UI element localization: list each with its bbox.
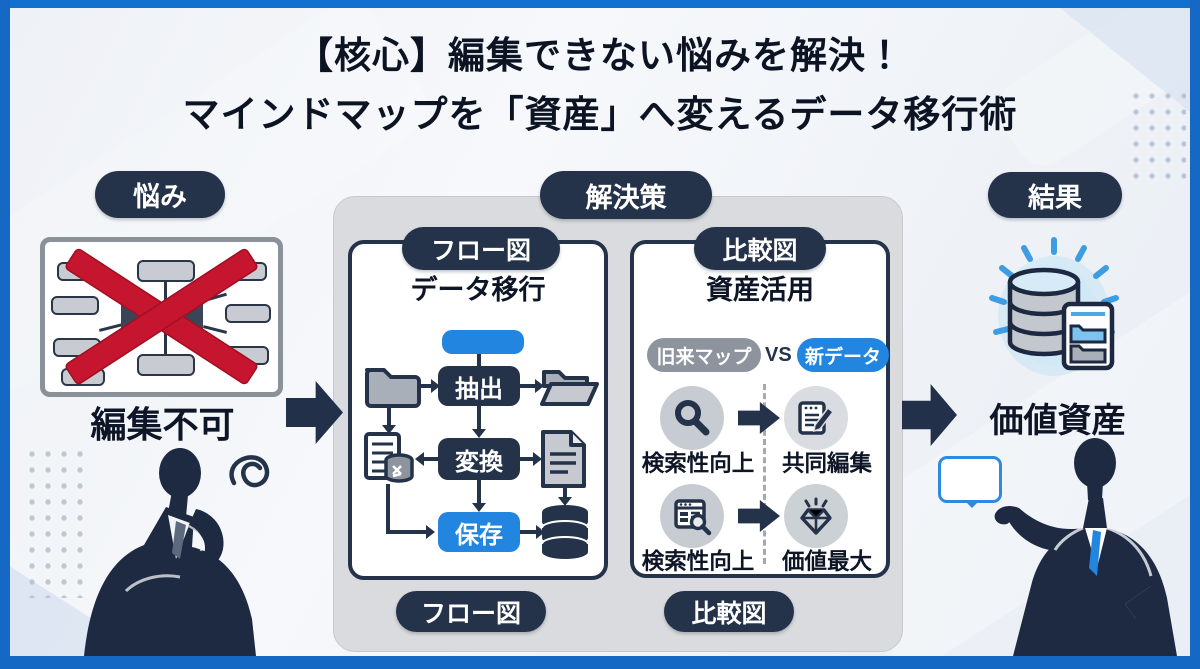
- page-title: 【核心】編集できない悩みを解決！ マインドマップを「資産」へ変えるデータ移行術: [0, 26, 1200, 144]
- document-icon: [541, 430, 586, 488]
- dot-pattern: [1128, 88, 1186, 188]
- flow-card: データ移行: [348, 240, 608, 580]
- mindmap-node: [137, 354, 195, 376]
- comparison-divider: [763, 384, 766, 564]
- flow-step-extract: 抽出: [438, 366, 520, 406]
- row1-right-label: 共同編集: [781, 451, 872, 476]
- database-icon: [541, 505, 589, 559]
- database-folder-glow-icon: [989, 237, 1119, 376]
- presenting-businessman-silhouette: [994, 438, 1177, 656]
- frame-border-top: [0, 0, 1200, 8]
- speech-bubble: [938, 456, 1002, 508]
- problem-caption: 編集不可: [90, 404, 235, 445]
- comparison-title: 資産活用: [706, 275, 814, 305]
- thinking-businessman-silhouette: [84, 448, 270, 656]
- mindmap-node: [225, 304, 271, 323]
- row1-left-label: 検索性向上: [641, 451, 755, 476]
- frame-border-left: [0, 0, 10, 669]
- title-line-1: 【核心】編集できない悩みを解決！: [296, 35, 904, 76]
- badge-flow-bottom: フロー図: [396, 591, 546, 632]
- diamond-icon: [784, 484, 848, 548]
- flow-step-save: 保存: [438, 512, 520, 552]
- document-database-sync-icon: [364, 432, 414, 483]
- row2-right-label: 価値最大: [781, 549, 872, 574]
- dot-pattern: [24, 446, 90, 598]
- mindmap-node: [137, 260, 195, 282]
- vs-label: VS: [765, 344, 792, 366]
- badge-comparison-bottom: 比較図: [664, 591, 794, 632]
- old-map-pill: 旧来マップ: [647, 338, 761, 372]
- browser-search-icon: [660, 484, 724, 548]
- badge-problem: 悩み: [95, 171, 225, 218]
- mindmap-node: [51, 296, 99, 315]
- notepad-pencil-icon: [784, 386, 848, 450]
- result-arrow-right: [902, 384, 957, 446]
- scribble-icon: [229, 455, 270, 488]
- comparison-card: 資産活用 旧来マップ VS 新データ 検索性向上 共同編集: [630, 240, 890, 578]
- flow-diagram-graphics: [364, 350, 599, 559]
- flow-title: データ移行: [410, 275, 546, 305]
- flow-top-node: [442, 330, 524, 354]
- title-line-2: マインドマップを「資産」へ変えるデータ移行術: [182, 94, 1018, 136]
- badge-flow-top: フロー図: [402, 227, 560, 270]
- frame-border-right: [1190, 0, 1200, 669]
- new-data-pill: 新データ: [797, 338, 889, 372]
- open-folder-icon: [540, 370, 599, 406]
- frame-border-bottom: [0, 656, 1200, 669]
- flow-step-convert: 変換: [438, 438, 520, 480]
- magnifier-icon: [660, 386, 724, 450]
- folder-icon: [365, 368, 421, 408]
- row1-arrow-icon: [738, 402, 780, 434]
- row2-arrow-icon: [738, 500, 780, 532]
- badge-comparison-top: 比較図: [694, 227, 826, 270]
- mindmap-x-icon: [40, 237, 283, 397]
- badge-result: 結果: [988, 172, 1122, 218]
- badge-solution: 解決策: [540, 171, 712, 219]
- row2-left-label: 検索性向上: [641, 549, 755, 574]
- result-caption: 価値資産: [989, 402, 1126, 440]
